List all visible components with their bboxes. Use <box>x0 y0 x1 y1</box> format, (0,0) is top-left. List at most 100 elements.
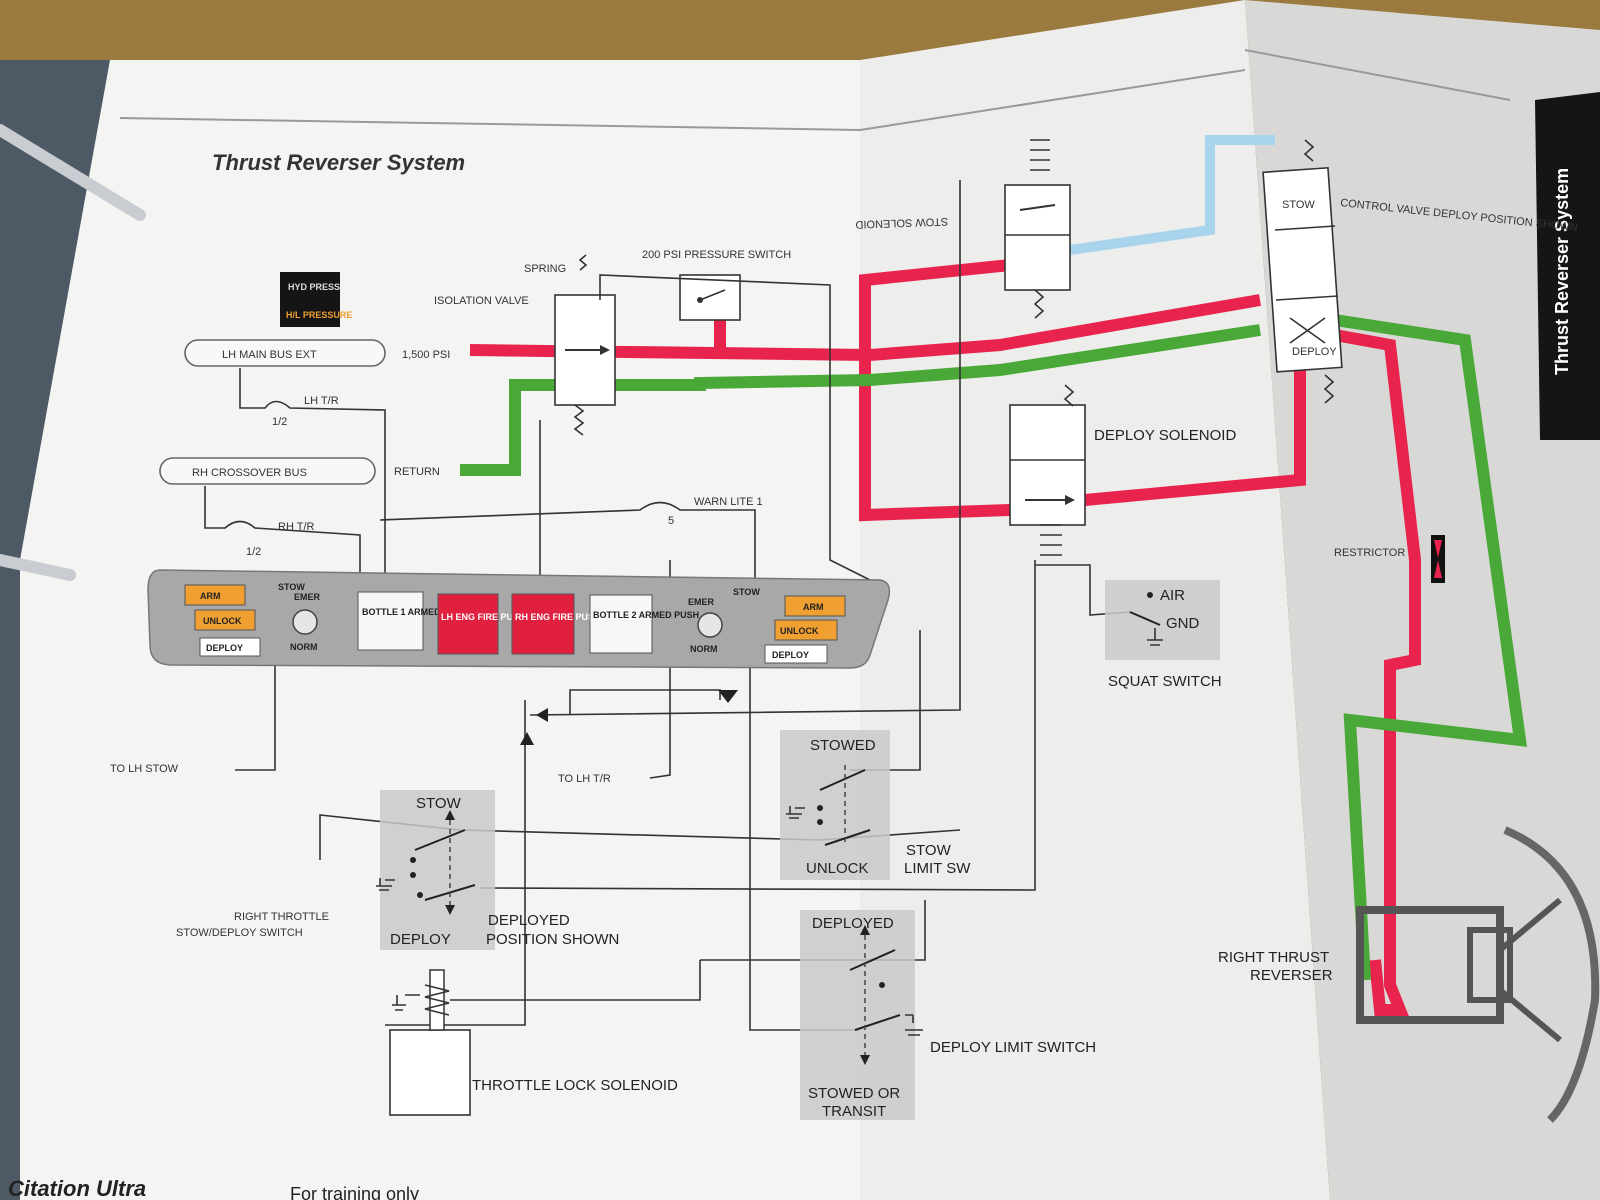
stow-limit-blade-lower <box>824 829 871 846</box>
stow-valve-arrow <box>1019 204 1056 211</box>
restrictor-orifice-top <box>1434 540 1442 558</box>
left-arm-light[interactable] <box>184 584 246 606</box>
squat-switch <box>1105 580 1220 660</box>
side-title-tab <box>1535 92 1600 440</box>
vent-line <box>1069 135 1275 255</box>
pressure-switch-label: 200 PSI PRESSURE SWITCH <box>642 249 791 261</box>
page-title: Thrust Reverser System <box>212 150 465 175</box>
control-valve <box>1262 139 1343 404</box>
warn-lite-wire <box>379 501 756 600</box>
deploy-valve-body <box>1009 404 1086 526</box>
actuator-linkage <box>1467 927 1513 1003</box>
right-thrust-reverser-actuator <box>1356 826 1600 1123</box>
throttle-switch-ground <box>376 878 395 891</box>
binder-ring-top <box>0 124 146 221</box>
reverser-link-upper <box>1498 897 1562 953</box>
return-label: RETURN <box>394 466 440 478</box>
throttle-switch-contact-3 <box>417 892 423 898</box>
thrust-reverser-panel: ARM UNLOCK DEPLOY STOW EMER NORM BOTTLE … <box>147 569 891 669</box>
bottle2-text: BOTTLE 2 ARMED PUSH <box>593 610 699 620</box>
stow-valve-body <box>1004 184 1071 291</box>
pressure-in-label: 1,500 PSI <box>402 349 450 361</box>
actuator-deploy-line <box>1333 329 1421 880</box>
pressure-lines <box>469 259 1421 1016</box>
lh-tr-cb-amps: 1/2 <box>272 416 287 428</box>
control-valve-stow-label: STOW <box>1282 199 1315 211</box>
squat-switch-zone <box>1105 580 1220 660</box>
rh-fire-text: RH ENG FIRE PUSH <box>515 612 601 622</box>
control-valve-deploy-label: DEPLOY <box>1292 346 1337 358</box>
pressure-switch-blade <box>699 289 726 301</box>
left-mode-switch[interactable] <box>292 609 318 635</box>
restrictor-label: RESTRICTOR <box>1334 547 1405 559</box>
middle-page <box>860 0 1330 1200</box>
stow-valve-spring <box>1033 289 1045 319</box>
wire-lock-coil <box>450 960 701 1001</box>
squat-gnd-label: GND <box>1166 615 1200 632</box>
deploy-limit-switch <box>800 910 923 1120</box>
isolation-valve-arrowhead <box>600 345 610 355</box>
throttle-lock-body <box>389 1029 471 1116</box>
header-rule-mid <box>859 69 1246 131</box>
right-unlock-text: UNLOCK <box>780 626 819 636</box>
binder-ring-bottom <box>0 554 76 581</box>
right-emer-text: EMER <box>688 597 715 607</box>
diode-vertical <box>520 732 534 745</box>
left-deploy-light[interactable] <box>199 637 261 657</box>
return-lines <box>460 314 1528 981</box>
lh-fire-text: LH ENG FIRE PUSH <box>441 612 526 622</box>
lh-tr-cb-label: LH T/R <box>304 395 339 407</box>
actuator-frame <box>1356 906 1504 1024</box>
pressure-switch <box>679 274 741 321</box>
throttle-name-line1: RIGHT THROTTLE <box>234 911 329 923</box>
deploy-limit-down-arrow <box>860 1055 870 1065</box>
deploy-limit-label: DEPLOY LIMIT SWITCH <box>930 1039 1096 1056</box>
stow-limit-ground <box>786 806 805 819</box>
stow-limit-switch <box>780 730 890 880</box>
rh-fire-button[interactable] <box>511 593 575 655</box>
pressure-line-to-stow <box>859 259 1011 355</box>
warn-lite-label: WARN LITE 1 <box>694 496 763 508</box>
isolation-valve-label: ISOLATION VALVE <box>434 295 529 307</box>
header-rule-right <box>1244 49 1511 101</box>
right-unlock-light[interactable] <box>774 619 838 641</box>
wire-pressure-switch <box>599 274 871 581</box>
lh-bus-bar <box>184 339 386 367</box>
throttle-lock-coil <box>424 984 450 1016</box>
left-unlock-light[interactable] <box>194 609 256 631</box>
deploy-valve-arrowhead <box>1065 495 1075 505</box>
stow-limit-contact-1 <box>817 805 823 811</box>
stowed-label: STOWED <box>810 737 876 754</box>
squat-switch-blade <box>1129 611 1161 626</box>
deploy-limit-zone <box>800 910 915 1120</box>
stow-limit-line1: STOW <box>906 842 952 859</box>
lh-fire-button[interactable] <box>437 593 499 655</box>
right-arm-light[interactable] <box>784 595 846 617</box>
left-norm-text: NORM <box>290 642 318 652</box>
throttle-switch-zone <box>380 790 495 950</box>
hyd-press-light-body <box>280 272 340 327</box>
right-deploy-light[interactable] <box>764 644 828 664</box>
squat-air-label: AIR <box>1160 587 1185 604</box>
isolation-valve-spring <box>578 254 588 271</box>
right-deploy-text: DEPLOY <box>772 650 809 660</box>
throttle-switch-contact-2 <box>410 872 416 878</box>
right-mode-switch[interactable] <box>697 612 723 638</box>
diode-horizontal <box>536 708 548 722</box>
diode-panel <box>718 690 738 703</box>
pressure-switch-body <box>679 274 741 321</box>
throttle-position-line1: DEPLOYED <box>488 912 570 929</box>
side-title: Thrust Reverser System <box>1552 168 1572 375</box>
left-stow-side-text: STOW <box>278 582 305 592</box>
deploy-limit-ground <box>905 1014 923 1036</box>
squat-ground <box>1147 628 1163 646</box>
stow-limit-line2: LIMIT SW <box>904 860 971 877</box>
bottle2-button[interactable] <box>589 594 653 654</box>
deploy-limit-blade-lower <box>854 1014 901 1031</box>
rh-tr-cb-amps: 1/2 <box>246 546 261 558</box>
bottle1-button[interactable] <box>357 591 424 651</box>
deploy-limit-up-arrow <box>860 925 870 935</box>
throttle-stow-label: STOW <box>416 795 462 812</box>
